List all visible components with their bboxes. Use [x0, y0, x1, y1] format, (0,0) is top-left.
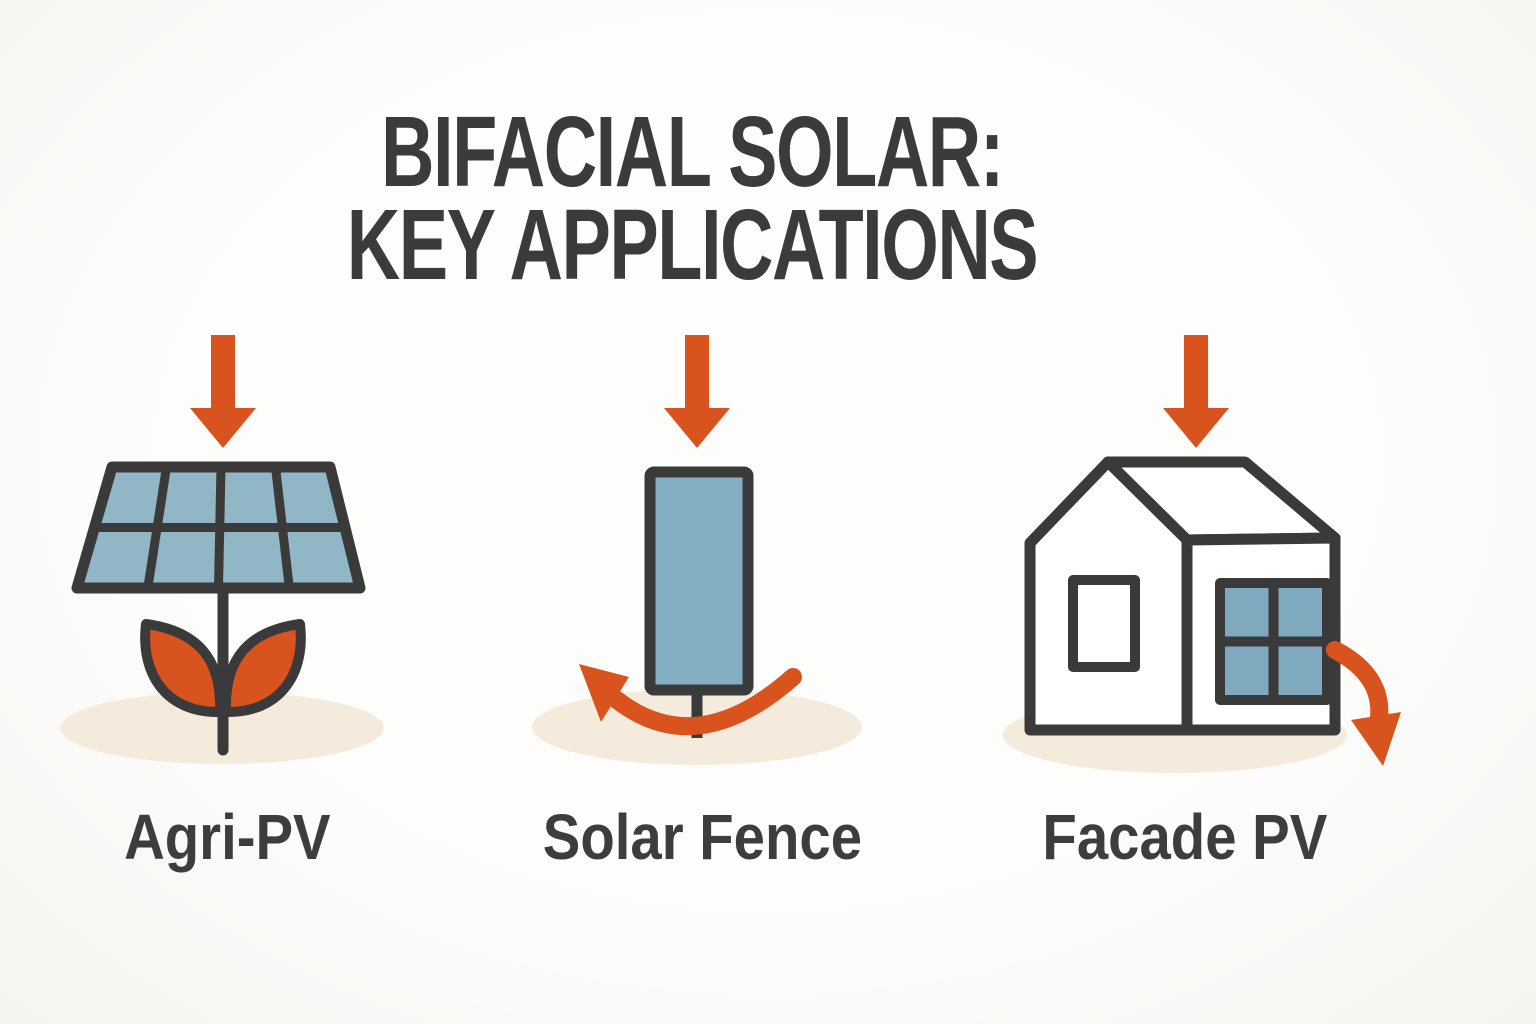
sun-down-arrow-icon — [664, 335, 730, 448]
solar-fence-icon — [525, 330, 865, 780]
title-line-2: KEY APPLICATIONS — [346, 189, 1039, 301]
solar-fence-graphic — [532, 335, 862, 765]
agri-pv-graphic — [60, 335, 384, 764]
title-line-1: BIFACIAL SOLAR: — [381, 96, 1004, 208]
facade-pv-graphic — [1003, 335, 1401, 773]
label-agri-pv: Agri-PV — [123, 801, 331, 873]
label-facade-pv: Facade PV — [1042, 801, 1328, 873]
plant-leaf-left — [140, 619, 226, 718]
infographic-title: BIFACIAL SOLAR: KEY APPLICATIONS — [180, 96, 1204, 301]
facade-solar-window — [1215, 578, 1332, 705]
facade-pv-icon — [985, 330, 1415, 790]
swing-arrow-icon — [579, 664, 802, 736]
plant-leaf-right — [220, 619, 306, 718]
sun-down-arrow-icon — [190, 335, 256, 448]
agri-pv-icon — [42, 330, 402, 780]
reflect-arrow-icon — [1326, 641, 1401, 766]
small-window — [1068, 575, 1140, 672]
vertical-panel — [644, 466, 754, 696]
sun-down-arrow-icon — [1163, 335, 1229, 448]
label-solar-fence: Solar Fence — [542, 801, 862, 873]
solar-panel-grid — [94, 466, 345, 589]
